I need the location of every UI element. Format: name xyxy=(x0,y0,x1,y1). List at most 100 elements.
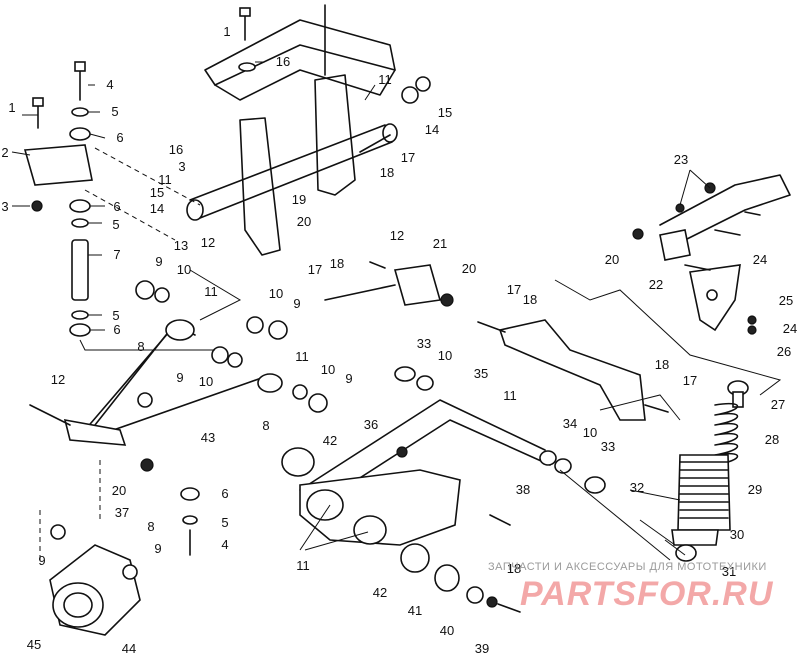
label-18-right: 18 xyxy=(522,292,538,307)
label-20-right: 20 xyxy=(604,252,620,267)
frame-bracket-right xyxy=(632,174,791,335)
label-42-a: 42 xyxy=(322,433,338,448)
label-21: 21 xyxy=(432,236,448,251)
swing-arm xyxy=(281,366,606,613)
top-hardware xyxy=(23,7,431,337)
label-26: 26 xyxy=(776,344,792,359)
center-bracket xyxy=(324,261,454,307)
label-9-f: 9 xyxy=(154,541,162,556)
label-2: 2 xyxy=(1,145,9,160)
label-12-top: 12 xyxy=(200,235,216,250)
bushings-upper xyxy=(135,280,328,413)
label-16-mid: 16 xyxy=(168,142,184,157)
label-10-d: 10 xyxy=(198,374,214,389)
label-11-d: 11 xyxy=(296,558,310,573)
spindle-hub xyxy=(49,524,141,636)
label-38: 38 xyxy=(515,482,531,497)
label-27: 27 xyxy=(770,397,786,412)
label-17-right: 17 xyxy=(506,282,522,297)
label-44: 44 xyxy=(121,641,137,656)
label-14-mid: 14 xyxy=(149,201,165,216)
label-10-c: 10 xyxy=(320,362,336,377)
label-1-left: 1 xyxy=(8,100,16,115)
label-34: 34 xyxy=(562,416,578,431)
label-8-a: 8 xyxy=(137,339,145,354)
label-16-top: 16 xyxy=(275,54,291,69)
label-40: 40 xyxy=(439,623,455,638)
label-20-top: 20 xyxy=(296,214,312,229)
label-39: 39 xyxy=(474,641,490,656)
upper-a-arm xyxy=(84,319,283,441)
label-11-b: 11 xyxy=(295,349,309,364)
label-28: 28 xyxy=(764,432,780,447)
label-4-top: 4 xyxy=(106,77,114,92)
shock-absorber xyxy=(671,380,749,562)
label-9-d: 9 xyxy=(345,371,353,386)
link-arm xyxy=(477,319,669,421)
label-11-c: 11 xyxy=(503,388,517,403)
label-29: 29 xyxy=(747,482,763,497)
label-12-left: 12 xyxy=(50,372,66,387)
label-8-b: 8 xyxy=(262,418,270,433)
label-17-mid: 17 xyxy=(307,262,323,277)
label-20-mid: 20 xyxy=(461,261,477,276)
label-24-b: 24 xyxy=(782,321,798,336)
label-1-top: 1 xyxy=(223,24,231,39)
label-17-shock: 17 xyxy=(682,373,698,388)
label-33-a: 33 xyxy=(416,336,432,351)
label-4-bottom: 4 xyxy=(221,537,229,552)
label-20-low: 20 xyxy=(111,483,127,498)
watermark-logo: PARTSFOR.RU xyxy=(520,575,774,613)
label-10-a: 10 xyxy=(176,262,192,277)
label-9-b: 9 xyxy=(293,296,301,311)
label-36: 36 xyxy=(363,417,379,432)
label-23: 23 xyxy=(673,152,689,167)
label-6-bottom: 6 xyxy=(221,486,229,501)
label-37: 37 xyxy=(114,505,130,520)
label-5-upper: 5 xyxy=(111,104,119,119)
label-3-left: 3 xyxy=(1,199,9,214)
label-8-c: 8 xyxy=(147,519,155,534)
label-30: 30 xyxy=(729,527,745,542)
label-13: 13 xyxy=(173,238,189,253)
label-42-b: 42 xyxy=(372,585,388,600)
label-35: 35 xyxy=(473,366,489,381)
label-11-mid: 11 xyxy=(158,172,172,187)
label-7: 7 xyxy=(113,247,121,262)
watermark-caption: ЗАПЧАСТИ И АКСЕССУАРЫ ДЛЯ МОТОТЕХНИКИ xyxy=(488,561,767,573)
label-12-mid: 12 xyxy=(389,228,405,243)
label-6-low: 6 xyxy=(113,322,121,337)
label-9-a: 9 xyxy=(155,254,163,269)
label-18-mid: 18 xyxy=(329,256,345,271)
leader-lines xyxy=(11,61,782,561)
label-6-upper: 6 xyxy=(116,130,124,145)
label-22: 22 xyxy=(648,277,664,292)
label-24-a: 24 xyxy=(752,252,768,267)
label-5-low: 5 xyxy=(112,308,120,323)
label-9-c: 9 xyxy=(176,370,184,385)
label-11-top: 11 xyxy=(378,72,392,87)
label-3-mid: 3 xyxy=(178,159,186,174)
label-31: 31 xyxy=(721,564,737,579)
label-18-low: 18 xyxy=(506,561,522,576)
label-10-f: 10 xyxy=(582,425,598,440)
label-10-b: 10 xyxy=(268,286,284,301)
label-33-b: 33 xyxy=(600,439,616,454)
label-5-mid: 5 xyxy=(112,217,120,232)
label-5-bottom: 5 xyxy=(221,515,229,530)
label-45: 45 xyxy=(26,637,42,652)
label-17-top: 17 xyxy=(400,150,416,165)
label-43: 43 xyxy=(200,430,216,445)
label-41: 41 xyxy=(407,603,423,618)
label-25: 25 xyxy=(778,293,794,308)
label-10-e: 10 xyxy=(437,348,453,363)
label-32: 32 xyxy=(629,480,645,495)
label-15-top: 15 xyxy=(437,105,453,120)
label-15-mid: 15 xyxy=(149,185,165,200)
label-19: 19 xyxy=(291,192,307,207)
label-11-a: 11 xyxy=(204,284,218,299)
label-18-top: 18 xyxy=(379,165,395,180)
spindle-mount xyxy=(29,404,200,556)
